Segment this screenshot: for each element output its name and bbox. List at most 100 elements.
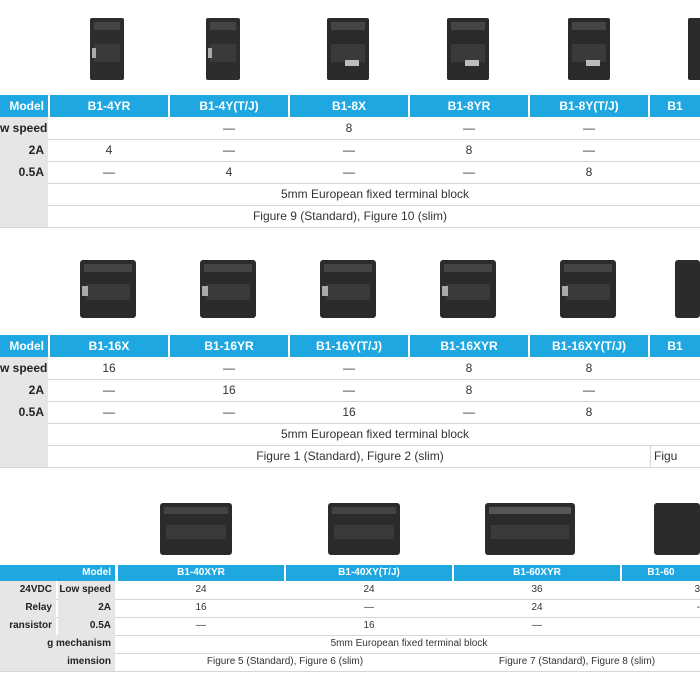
- table-cell: 4: [105, 143, 113, 157]
- device-photo: [485, 503, 575, 555]
- table-cell: —: [463, 165, 475, 179]
- table-row: Figure 1 (Standard), Figure 2 (slim) Fig…: [0, 445, 700, 468]
- table-cell: —: [223, 121, 235, 135]
- row-label: [0, 423, 48, 445]
- table-cell: —: [103, 405, 115, 419]
- model-label: Model: [0, 95, 48, 117]
- product-images-row-2: [0, 252, 700, 332]
- table-cell: 8: [585, 165, 593, 179]
- device-photo: [568, 18, 610, 80]
- row-label: imension: [0, 653, 115, 671]
- model-header: B1: [650, 95, 700, 117]
- model-label: Model: [0, 565, 115, 581]
- table-cell: 16: [102, 361, 116, 375]
- model-header: B1-40XY(T/J): [286, 565, 452, 581]
- device-photo: [206, 18, 240, 80]
- model-header: B1-16X: [50, 335, 168, 357]
- table-row: 0.5A — — 16 — 8: [0, 401, 700, 424]
- table-cell: 24: [531, 602, 543, 613]
- device-photo: [328, 503, 400, 555]
- table-row: 2A 4 — — 8 —: [0, 139, 700, 162]
- table-cell: 8: [465, 361, 473, 375]
- device-photo: [327, 18, 369, 80]
- table-cell: -: [696, 602, 700, 613]
- spec-table-3: Model B1-40XYR B1-40XY(T/J) B1-60XYR B1-…: [0, 565, 700, 680]
- model-label: Model: [0, 335, 48, 357]
- row-label: [0, 445, 48, 467]
- row-label: 2A: [58, 599, 115, 617]
- row-label: 0.5A: [0, 401, 48, 423]
- device-photo: [80, 260, 136, 318]
- table-row: ransistor 0.5A — 16 —: [0, 617, 700, 636]
- device-images-2: [80, 260, 700, 318]
- table-cell: 8: [465, 383, 473, 397]
- table-cell: —: [463, 121, 475, 135]
- row-label: [0, 205, 48, 227]
- table-cell: 16: [363, 620, 375, 631]
- terminal-cell: 5mm European fixed terminal block: [280, 187, 470, 201]
- spec-table-1: Model B1-4YR B1-4Y(T/J) B1-8X B1-8YR B1-…: [0, 95, 700, 235]
- spec-table-2: Model B1-16X B1-16YR B1-16Y(T/J) B1-16XY…: [0, 335, 700, 470]
- table-cell: 3: [694, 584, 700, 595]
- row-label: w speed: [0, 357, 48, 379]
- dimension-cell: Figu: [654, 449, 678, 463]
- table-cell: —: [103, 165, 115, 179]
- device-photo: [200, 260, 256, 318]
- device-photo: [688, 18, 700, 80]
- dimension-cell: Figure 9 (Standard), Figure 10 (slim): [252, 209, 448, 223]
- model-header: B1-40XYR: [118, 565, 284, 581]
- device-photo: [560, 260, 616, 318]
- table-cell: 8: [345, 121, 353, 135]
- table-row: 5mm European fixed terminal block: [0, 183, 700, 206]
- model-header: B1-16XY(T/J): [530, 335, 648, 357]
- table-cell: 24: [195, 584, 207, 595]
- table-cell: —: [364, 602, 374, 613]
- model-header: B1-8Y(T/J): [530, 95, 648, 117]
- table-cell: 16: [195, 602, 207, 613]
- device-photo: [440, 260, 496, 318]
- table-row: w speed — 8 — —: [0, 117, 700, 140]
- model-header: B1-16XYR: [410, 335, 528, 357]
- table-cell: —: [223, 361, 235, 375]
- table-row: 2A — 16 — 8 —: [0, 379, 700, 402]
- model-header: B1-4Y(T/J): [170, 95, 288, 117]
- table-cell: —: [583, 143, 595, 157]
- row-label: w speed: [0, 117, 48, 139]
- table-cell: 24: [363, 584, 375, 595]
- device-photo: [675, 260, 700, 318]
- model-header: B1-60: [622, 565, 700, 581]
- model-header: B1-16Y(T/J): [290, 335, 408, 357]
- device-photo: [90, 18, 124, 80]
- table-row: g mechanism 5mm European fixed terminal …: [0, 635, 700, 654]
- table-cell: 36: [531, 584, 543, 595]
- device-photo: [447, 18, 489, 80]
- row-group: ransistor: [0, 617, 56, 635]
- row-group: 24VDC: [0, 581, 56, 599]
- divider: [650, 445, 651, 467]
- product-images-row-3: [0, 498, 700, 563]
- row-label: 2A: [0, 139, 48, 161]
- table-row: w speed 16 — — 8 8: [0, 357, 700, 380]
- table-cell: —: [343, 143, 355, 157]
- table-cell: —: [583, 121, 595, 135]
- dimension-cell: Figure 5 (Standard), Figure 6 (slim): [206, 656, 364, 667]
- table-cell: —: [103, 383, 115, 397]
- table-cell: —: [223, 143, 235, 157]
- table-cell: —: [196, 620, 206, 631]
- terminal-cell: 5mm European fixed terminal block: [280, 427, 470, 441]
- dimension-cell: Figure 1 (Standard), Figure 2 (slim): [256, 449, 444, 463]
- row-label: Low speed: [58, 581, 115, 599]
- model-header: B1-8X: [290, 95, 408, 117]
- table-row: Relay 2A 16 — 24 -: [0, 599, 700, 618]
- table-cell: 8: [585, 361, 593, 375]
- table-row: 0.5A — 4 — — 8: [0, 161, 700, 184]
- row-label: g mechanism: [0, 635, 115, 653]
- table-row: 5mm European fixed terminal block: [0, 423, 700, 446]
- device-photo: [320, 260, 376, 318]
- table-cell: —: [343, 361, 355, 375]
- table-row: imension Figure 5 (Standard), Figure 6 (…: [0, 653, 700, 672]
- row-label: [0, 183, 48, 205]
- row-label: 0.5A: [0, 161, 48, 183]
- table-row: Figure 9 (Standard), Figure 10 (slim): [0, 205, 700, 228]
- row-group: Relay: [0, 599, 56, 617]
